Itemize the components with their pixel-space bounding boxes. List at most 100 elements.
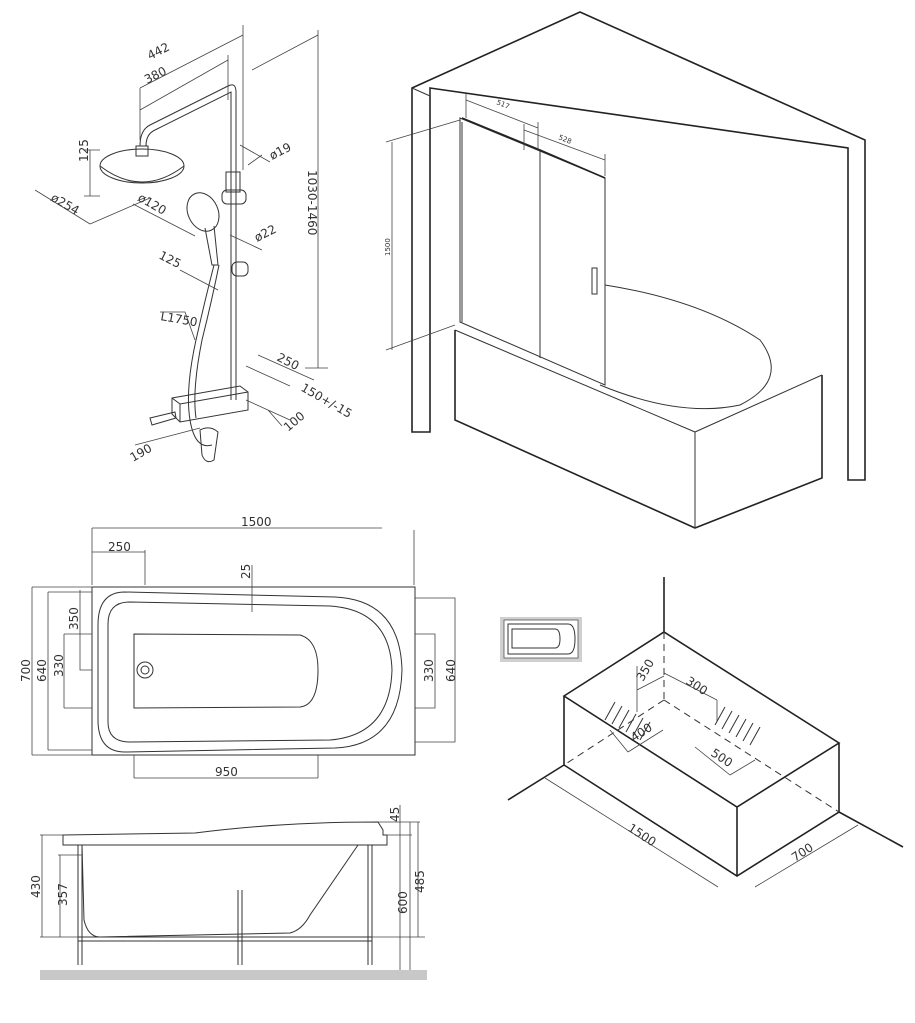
- dim-rim-45: 45: [388, 807, 402, 822]
- dim-depth-357: 357: [56, 883, 70, 906]
- dimension-lines-length: [91, 527, 415, 585]
- dim-zone-400: 400: [628, 720, 655, 744]
- wall-corner: [411, 11, 866, 481]
- rain-shower-head-underside: [99, 165, 185, 183]
- dim-iso-length: 1500: [625, 821, 658, 849]
- slider-bottom: [231, 261, 249, 277]
- bathtub-plan-view: 1500 250 25 700 640 330 350 330 640 950: [19, 515, 458, 779]
- mixer-handle: [199, 427, 219, 463]
- drain-inner: [140, 665, 150, 675]
- dim-height-430: 430: [29, 875, 43, 898]
- dimension-lines-side-left: [40, 834, 82, 938]
- dimension-lines-head-height: [84, 149, 100, 197]
- bathtub-rim: [97, 591, 403, 753]
- dim-offset-350: 350: [633, 657, 657, 684]
- dim-base-length: 950: [215, 765, 238, 779]
- dim-drain-from-edge: 350: [67, 607, 81, 630]
- dim-total-600: 600: [396, 891, 410, 914]
- support-legs: [77, 845, 373, 965]
- hatch-zone-left: [604, 701, 651, 741]
- dim-iso-width: 700: [789, 840, 816, 864]
- dim-head-diameter: ø254: [49, 190, 82, 217]
- screen-panel-divider: [461, 122, 541, 358]
- dimension-lines-head-diameters: [34, 189, 196, 237]
- dimension-lines-base: [133, 755, 319, 779]
- floor-lines: [507, 764, 904, 848]
- dim-rim: 25: [239, 564, 253, 579]
- thumbnail-bathtub: [507, 623, 576, 655]
- bathtub-inner-edge: [107, 601, 393, 743]
- dimension-lines-box: [544, 777, 859, 888]
- dim-hand-offset: 125: [157, 248, 184, 271]
- dim-mixer-offset: 100: [281, 409, 308, 434]
- dim-height-range: 1030-1460: [305, 170, 319, 235]
- dimension-lines-side-right: [372, 805, 425, 970]
- wall-corner-edge: [411, 87, 431, 97]
- dimension-lines-rail: [179, 144, 271, 291]
- dim-panel-1: 517: [495, 98, 510, 110]
- bath-screen-drawing: 517 528 1500: [384, 11, 866, 529]
- spout: [149, 411, 177, 426]
- dim-panel-2: 528: [557, 133, 572, 145]
- dimension-lines-mixer: [134, 354, 315, 446]
- slider-top: [221, 189, 247, 205]
- support-frame: [78, 936, 372, 942]
- shower-arm-inner-edge: [145, 91, 232, 400]
- hand-shower-handle: [204, 225, 219, 266]
- dim-support-right: 330: [422, 659, 436, 682]
- thumbnail-frame: [503, 619, 579, 659]
- bathtub-box: [562, 577, 841, 877]
- dim-support-left: 330: [52, 654, 66, 677]
- dimension-lines-zones: [609, 729, 756, 776]
- dim-hose-length: L1750: [159, 309, 198, 329]
- dimension-lines-right: [415, 597, 456, 743]
- shower-column-drawing: 442 380 125 ø254 ø120 ø19 ø22 125 L1750 …: [34, 25, 355, 465]
- bathtub-shell-profile: [81, 844, 359, 938]
- dim-screen-height: 1500: [384, 238, 392, 256]
- shower-arm: [139, 84, 237, 400]
- installation-iso-view: 350 300 400 500 1500 700: [500, 577, 904, 888]
- dimension-lines-height: [251, 30, 328, 369]
- dimension-lines-panels: [465, 94, 606, 176]
- dim-length: 1500: [241, 515, 272, 529]
- floor: [40, 970, 427, 980]
- dim-inner-width-left: 640: [35, 659, 49, 682]
- dimension-lines-offsets: [636, 666, 718, 722]
- hand-shower-head: [186, 192, 220, 232]
- bathtub-body: [454, 330, 823, 529]
- thermostatic-shelf-edge: [171, 391, 249, 422]
- dimension-lines-screen-height: [385, 119, 461, 351]
- dim-holder-diameter: ø22: [252, 222, 279, 245]
- shower-head-connector: [135, 145, 149, 157]
- dim-width: 700: [19, 659, 33, 682]
- bathtub-base: [133, 633, 319, 709]
- screen-top-rail: [461, 117, 606, 179]
- shower-hose-inner-edge: [194, 264, 220, 419]
- hose-leader-line: [160, 311, 196, 341]
- bathtub-rim-profile: [62, 821, 388, 846]
- shower-hose: [187, 264, 215, 447]
- dim-centers: 150+/-15: [299, 380, 355, 420]
- dimension-lines-arm: [139, 25, 244, 170]
- dim-zone-500: 500: [708, 746, 735, 770]
- dim-380: 380: [142, 64, 169, 87]
- dim-inner-width-right: 640: [444, 659, 458, 682]
- dim-442: 442: [145, 40, 172, 63]
- bathtub-top-edges: [454, 329, 823, 528]
- hidden-edges: [563, 632, 840, 813]
- screen-handle: [591, 267, 598, 295]
- dim-head-height: 125: [77, 139, 91, 162]
- bathtub-basin: [599, 284, 772, 410]
- diverter-joint: [225, 171, 241, 193]
- bathtub-outline: [91, 586, 416, 756]
- dim-drain-offset: 250: [108, 540, 131, 554]
- rain-shower-head: [99, 148, 185, 184]
- dim-rail-diameter: ø19: [267, 140, 294, 163]
- glass-screen: [459, 117, 606, 386]
- drain: [136, 661, 154, 679]
- hatch-zone-right: [714, 706, 761, 746]
- dim-shelf-depth: 250: [275, 350, 302, 373]
- dim-spout-length: 190: [128, 441, 155, 465]
